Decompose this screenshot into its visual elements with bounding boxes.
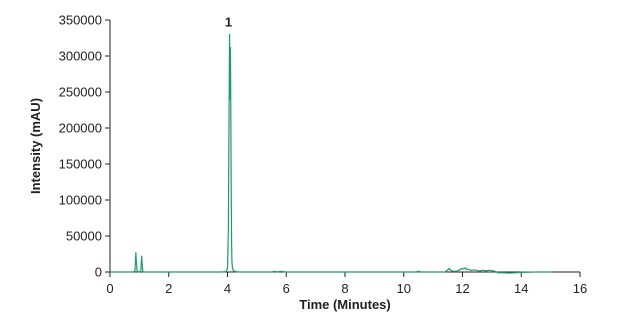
y-axis-ticks: 0 50000 100000 150000 200000 250000 300000 3500… bbox=[59, 13, 110, 280]
x-tick-label: 4 bbox=[224, 281, 231, 296]
y-tick-label: 100000 bbox=[59, 193, 102, 208]
x-tick-label: 0 bbox=[106, 281, 113, 296]
peak-annotations: 1 bbox=[225, 14, 232, 29]
peak-label: 1 bbox=[225, 14, 232, 29]
x-tick-label: 6 bbox=[283, 281, 290, 296]
x-axis-ticks: 0 2 4 6 8 10 12 14 16 bbox=[106, 272, 587, 296]
y-tick-label: 300000 bbox=[59, 49, 102, 64]
x-tick-label: 16 bbox=[573, 281, 587, 296]
x-tick-label: 2 bbox=[165, 281, 172, 296]
x-tick-label: 12 bbox=[455, 281, 469, 296]
y-tick-label: 200000 bbox=[59, 121, 102, 136]
x-tick-label: 10 bbox=[397, 281, 411, 296]
chromatogram-trace bbox=[110, 33, 551, 274]
x-tick-label: 8 bbox=[341, 281, 348, 296]
y-tick-label: 50000 bbox=[66, 229, 102, 244]
plot-area: 0 2 4 6 8 10 12 14 16 0 50000 100000 150000 200000 25… bbox=[59, 13, 588, 297]
y-tick-label: 0 bbox=[95, 265, 102, 280]
y-tick-label: 150000 bbox=[59, 157, 102, 172]
y-tick-label: 250000 bbox=[59, 85, 102, 100]
y-tick-label: 350000 bbox=[59, 13, 102, 28]
x-tick-label: 14 bbox=[514, 281, 528, 296]
y-axis-title: Intensity (mAU) bbox=[28, 98, 43, 194]
x-axis-title: Time (Minutes) bbox=[299, 297, 391, 312]
